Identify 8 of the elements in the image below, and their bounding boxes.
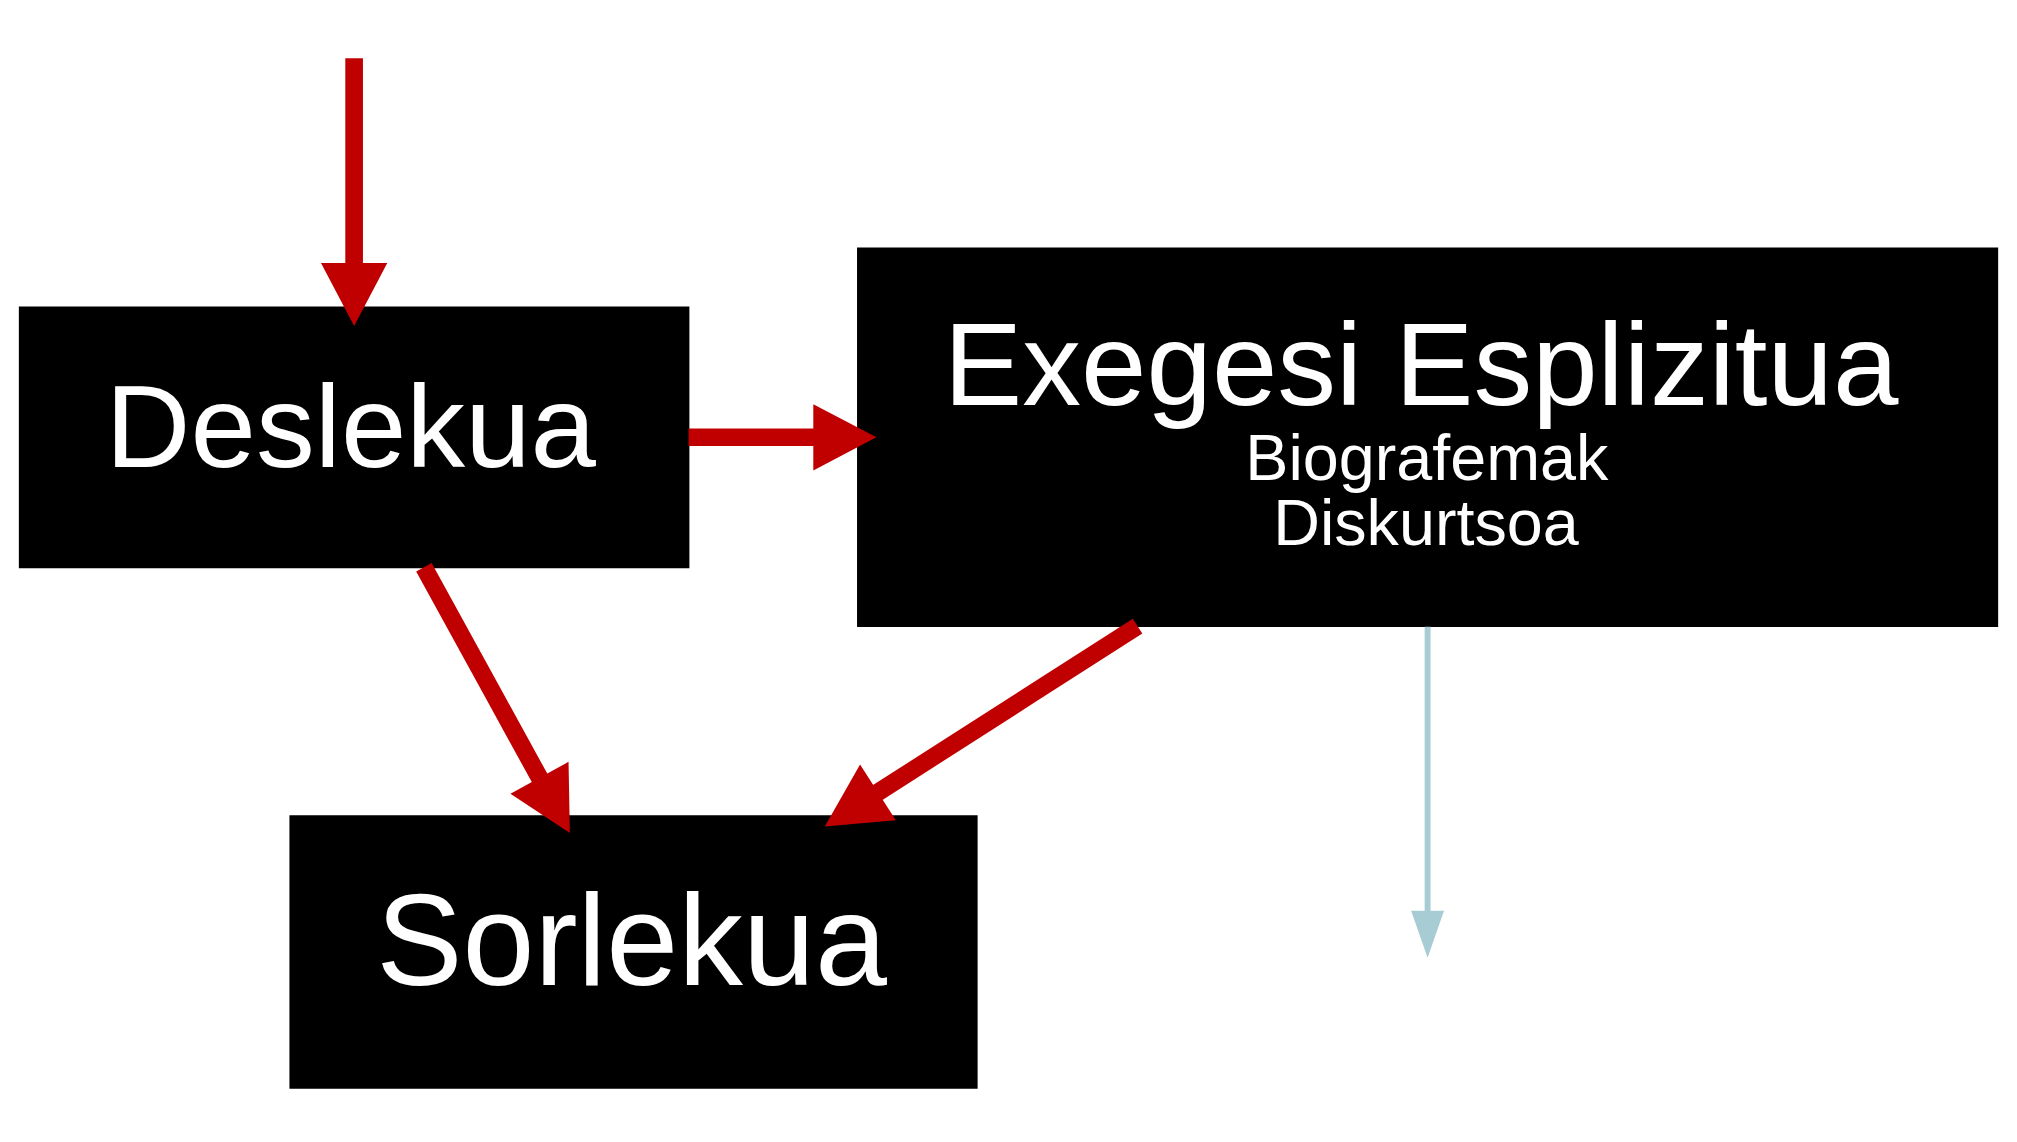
arrow xyxy=(321,57,388,326)
arrow xyxy=(824,618,1143,826)
node-box: Sorlekua xyxy=(289,814,978,1089)
arrow xyxy=(688,403,877,470)
arrow xyxy=(1411,626,1445,958)
node-box: Exegesi Esplizitua Biografemak Diskurtsoa xyxy=(857,247,1999,627)
node-box: Deslekua xyxy=(18,305,690,568)
arrow xyxy=(416,562,570,833)
